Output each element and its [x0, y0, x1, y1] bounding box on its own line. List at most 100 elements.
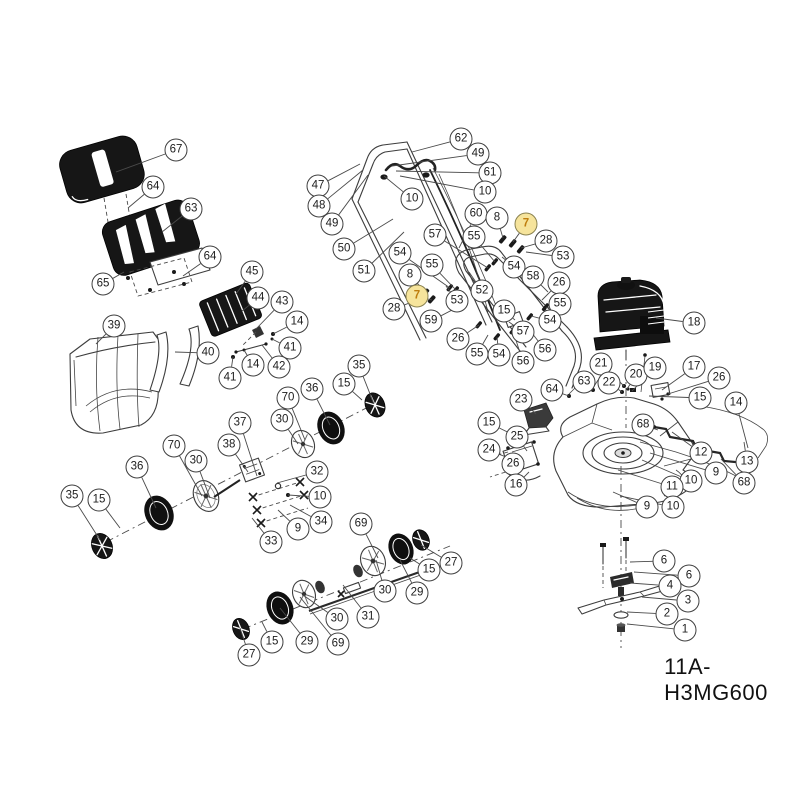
part-callout-63[interactable]: 63	[572, 370, 596, 394]
part-callout-38[interactable]: 38	[217, 433, 241, 457]
part-callout-15[interactable]: 15	[417, 558, 441, 582]
part-callout-55[interactable]: 55	[462, 225, 486, 249]
part-callout-10[interactable]: 10	[661, 495, 685, 519]
part-callout-35[interactable]: 35	[60, 484, 84, 508]
part-callout-45[interactable]: 45	[240, 260, 264, 284]
part-callout-10[interactable]: 10	[400, 187, 424, 211]
part-callout-59[interactable]: 59	[419, 309, 443, 333]
part-callout-15[interactable]: 15	[688, 386, 712, 410]
part-callout-64[interactable]: 64	[198, 245, 222, 269]
part-callout-55[interactable]: 55	[420, 253, 444, 277]
part-callout-36[interactable]: 36	[300, 377, 324, 401]
part-callout-53[interactable]: 53	[551, 245, 575, 269]
part-callout-60[interactable]: 60	[464, 202, 488, 226]
part-callout-54[interactable]: 54	[487, 343, 511, 367]
part-callout-63[interactable]: 63	[179, 197, 203, 221]
part-callout-42[interactable]: 42	[267, 355, 291, 379]
part-callout-58[interactable]: 58	[521, 265, 545, 289]
part-callout-49[interactable]: 49	[466, 142, 490, 166]
part-callout-61[interactable]: 61	[478, 161, 502, 185]
part-callout-41[interactable]: 41	[278, 336, 302, 360]
part-callout-44[interactable]: 44	[246, 286, 270, 310]
part-callout-49[interactable]: 49	[320, 212, 344, 236]
part-callout-15[interactable]: 15	[260, 630, 284, 654]
part-callout-53[interactable]: 53	[445, 289, 469, 313]
part-callout-68[interactable]: 68	[732, 471, 756, 495]
part-callout-57[interactable]: 57	[423, 223, 447, 247]
part-callout-22[interactable]: 22	[597, 371, 621, 395]
part-callout-20[interactable]: 20	[624, 363, 648, 387]
part-callout-67[interactable]: 67	[164, 138, 188, 162]
part-callout-56[interactable]: 56	[511, 350, 535, 374]
part-callout-16[interactable]: 16	[504, 473, 528, 497]
part-callout-69[interactable]: 69	[326, 632, 350, 656]
part-callout-10[interactable]: 10	[473, 180, 497, 204]
part-callout-1[interactable]: 1	[673, 618, 697, 642]
part-callout-33[interactable]: 33	[259, 530, 283, 554]
part-callout-30[interactable]: 30	[270, 408, 294, 432]
part-callout-52[interactable]: 52	[470, 279, 494, 303]
part-callout-32[interactable]: 32	[305, 460, 329, 484]
part-callout-19[interactable]: 19	[643, 356, 667, 380]
part-callout-24[interactable]: 24	[477, 438, 501, 462]
part-callout-29[interactable]: 29	[295, 630, 319, 654]
part-callout-27[interactable]: 27	[439, 551, 463, 575]
part-callout-55[interactable]: 55	[465, 342, 489, 366]
part-callout-26[interactable]: 26	[446, 327, 470, 351]
part-callout-65[interactable]: 65	[91, 272, 115, 296]
part-callout-15[interactable]: 15	[87, 488, 111, 512]
part-callout-6[interactable]: 6	[677, 564, 701, 588]
part-callout-27[interactable]: 27	[237, 643, 261, 667]
part-callout-12[interactable]: 12	[689, 441, 713, 465]
part-callout-29[interactable]: 29	[405, 581, 429, 605]
part-callout-14[interactable]: 14	[285, 310, 309, 334]
part-callout-15[interactable]: 15	[492, 299, 516, 323]
part-callout-54[interactable]: 54	[538, 309, 562, 333]
part-callout-62[interactable]: 62	[449, 127, 473, 151]
part-callout-25[interactable]: 25	[505, 425, 529, 449]
part-callout-30[interactable]: 30	[184, 449, 208, 473]
part-callout-69[interactable]: 69	[349, 512, 373, 536]
part-callout-64[interactable]: 64	[141, 175, 165, 199]
part-callout-8[interactable]: 8	[398, 263, 422, 287]
part-callout-17[interactable]: 17	[682, 355, 706, 379]
part-callout-8[interactable]: 8	[485, 206, 509, 230]
part-callout-31[interactable]: 31	[356, 605, 380, 629]
part-callout-14[interactable]: 14	[724, 391, 748, 415]
part-callout-39[interactable]: 39	[102, 314, 126, 338]
part-callout-51[interactable]: 51	[352, 259, 376, 283]
part-callout-26[interactable]: 26	[547, 271, 571, 295]
part-callout-2[interactable]: 2	[655, 602, 679, 626]
part-callout-28[interactable]: 28	[382, 297, 406, 321]
part-callout-34[interactable]: 34	[309, 510, 333, 534]
part-callout-70[interactable]: 70	[276, 386, 300, 410]
part-callout-14[interactable]: 14	[241, 353, 265, 377]
part-callout-9[interactable]: 9	[286, 517, 310, 541]
part-callout-18[interactable]: 18	[682, 311, 706, 335]
part-callout-3[interactable]: 3	[676, 589, 700, 613]
part-callout-64[interactable]: 64	[540, 378, 564, 402]
part-callout-30[interactable]: 30	[325, 607, 349, 631]
part-callout-50[interactable]: 50	[332, 237, 356, 261]
part-callout-13[interactable]: 13	[735, 450, 759, 474]
part-callout-15[interactable]: 15	[332, 372, 356, 396]
part-callout-7[interactable]: 7	[514, 212, 538, 236]
part-callout-4[interactable]: 4	[658, 574, 682, 598]
part-callout-48[interactable]: 48	[307, 194, 331, 218]
part-callout-43[interactable]: 43	[270, 290, 294, 314]
part-callout-9[interactable]: 9	[704, 461, 728, 485]
part-callout-57[interactable]: 57	[511, 320, 535, 344]
part-callout-15[interactable]: 15	[477, 411, 501, 435]
part-callout-54[interactable]: 54	[388, 241, 412, 265]
part-callout-37[interactable]: 37	[228, 411, 252, 435]
part-callout-36[interactable]: 36	[125, 455, 149, 479]
part-callout-30[interactable]: 30	[373, 579, 397, 603]
part-callout-26[interactable]: 26	[501, 452, 525, 476]
part-callout-68[interactable]: 68	[631, 413, 655, 437]
part-callout-40[interactable]: 40	[196, 341, 220, 365]
part-callout-35[interactable]: 35	[347, 354, 371, 378]
part-callout-41[interactable]: 41	[218, 366, 242, 390]
part-callout-6[interactable]: 6	[652, 549, 676, 573]
part-callout-28[interactable]: 28	[534, 229, 558, 253]
part-callout-56[interactable]: 56	[533, 338, 557, 362]
